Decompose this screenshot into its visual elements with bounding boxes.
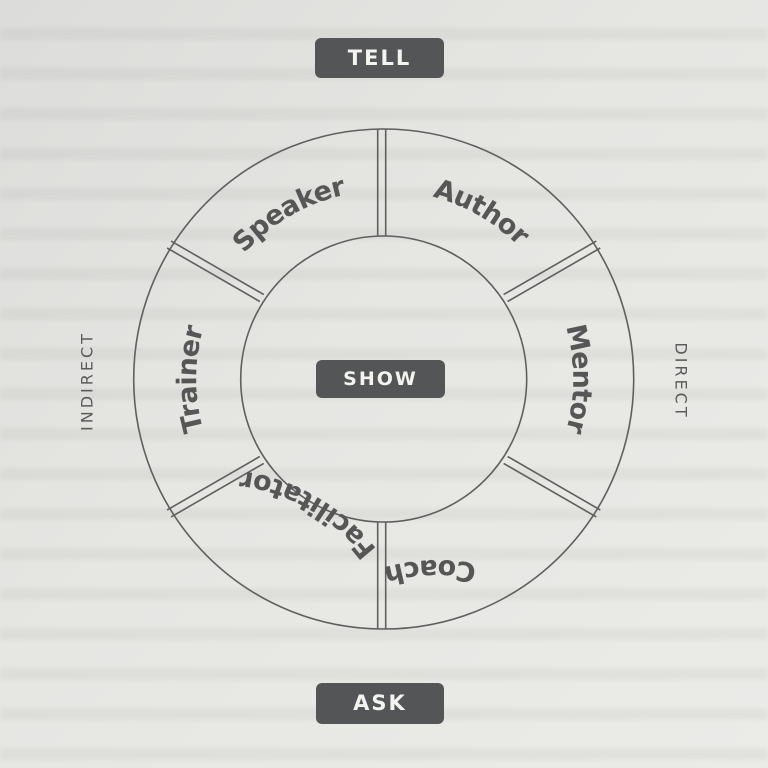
divider-lower-right-b <box>507 455 601 511</box>
outer-ring <box>132 128 635 630</box>
divider-upper-right-b <box>503 240 597 296</box>
segment-label-author: Author <box>430 173 536 251</box>
divider-lower-left-b <box>170 462 265 518</box>
segment-dividers <box>166 129 601 629</box>
ask-label-text: ASK <box>353 691 407 715</box>
ask-label: ASK <box>316 683 444 724</box>
segment-label-mentor: Mentor <box>559 321 597 437</box>
segment-label-speaker: Speaker <box>227 171 349 258</box>
inner-ring <box>239 235 528 523</box>
divider-lower-right-a <box>503 462 597 518</box>
segment-label-facilitator: Facilitator <box>237 464 382 565</box>
segment-label-trainer: Trainer <box>172 321 210 435</box>
tell-label: TELL <box>315 38 444 78</box>
divider-upper-right-a <box>507 247 601 303</box>
show-label: SHOW <box>316 360 445 398</box>
show-label-text: SHOW <box>343 368 418 390</box>
divider-lower-left-a <box>166 455 261 511</box>
segment-label-coach: Coach <box>381 553 477 591</box>
divider-upper-left-b <box>166 247 261 303</box>
divider-upper-left-a <box>170 240 265 296</box>
tell-label-text: TELL <box>347 46 412 70</box>
